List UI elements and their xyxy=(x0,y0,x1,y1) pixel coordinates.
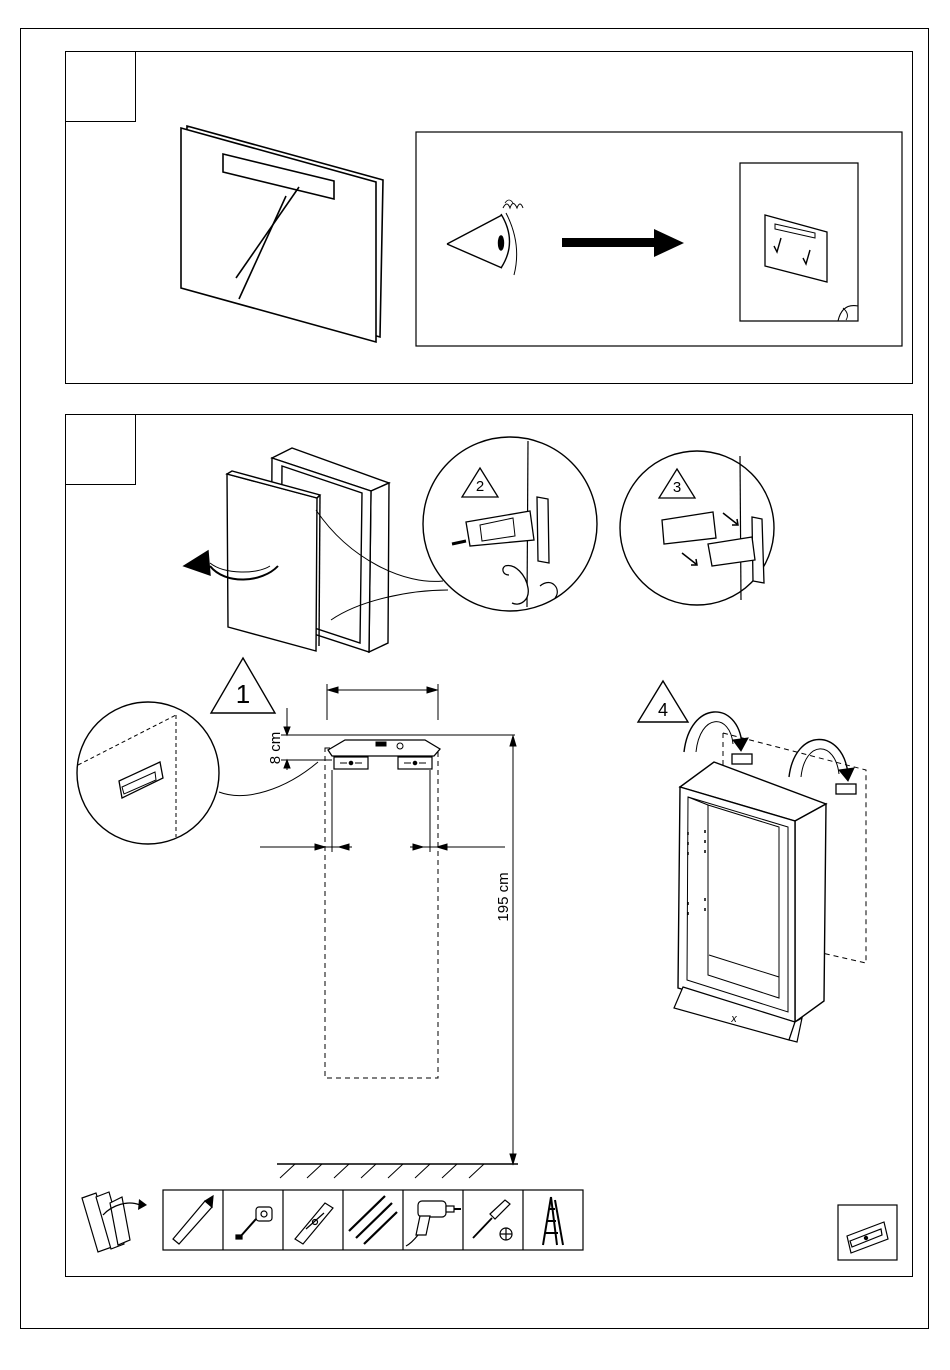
power-drill-icon xyxy=(406,1201,461,1246)
floor-height-dimension: 195 cm xyxy=(495,872,512,921)
hinge-release-detail xyxy=(423,437,597,611)
cabinet-hanging-diagram xyxy=(674,712,866,1042)
tape-measure-icon xyxy=(236,1207,272,1239)
step-1-label: 1 xyxy=(236,679,250,709)
cabinet-door-removal xyxy=(184,448,448,652)
step-2-label: 2 xyxy=(476,478,484,495)
step-4-label: 4 xyxy=(658,700,668,720)
bracket-offset-dimension: 8 cm xyxy=(267,732,284,765)
mounting-bracket-icon xyxy=(838,1205,897,1260)
unpack-parts-icon xyxy=(82,1192,147,1252)
drill-bits-icon xyxy=(349,1196,397,1244)
step-1-badge: 1 xyxy=(211,658,275,713)
bracket-detail-circle xyxy=(77,702,318,844)
ladder-icon xyxy=(543,1197,563,1245)
pencil-icon xyxy=(173,1196,213,1244)
step-4-badge: 4 xyxy=(638,681,688,722)
step-3-label: 3 xyxy=(673,479,681,496)
phillips-screwdriver-icon xyxy=(473,1200,512,1240)
hinge-detach-detail xyxy=(620,451,774,605)
spirit-level-icon xyxy=(295,1203,333,1244)
cabinet-mark: x xyxy=(730,1013,737,1025)
mounting-dimension-diagram xyxy=(260,684,518,1178)
